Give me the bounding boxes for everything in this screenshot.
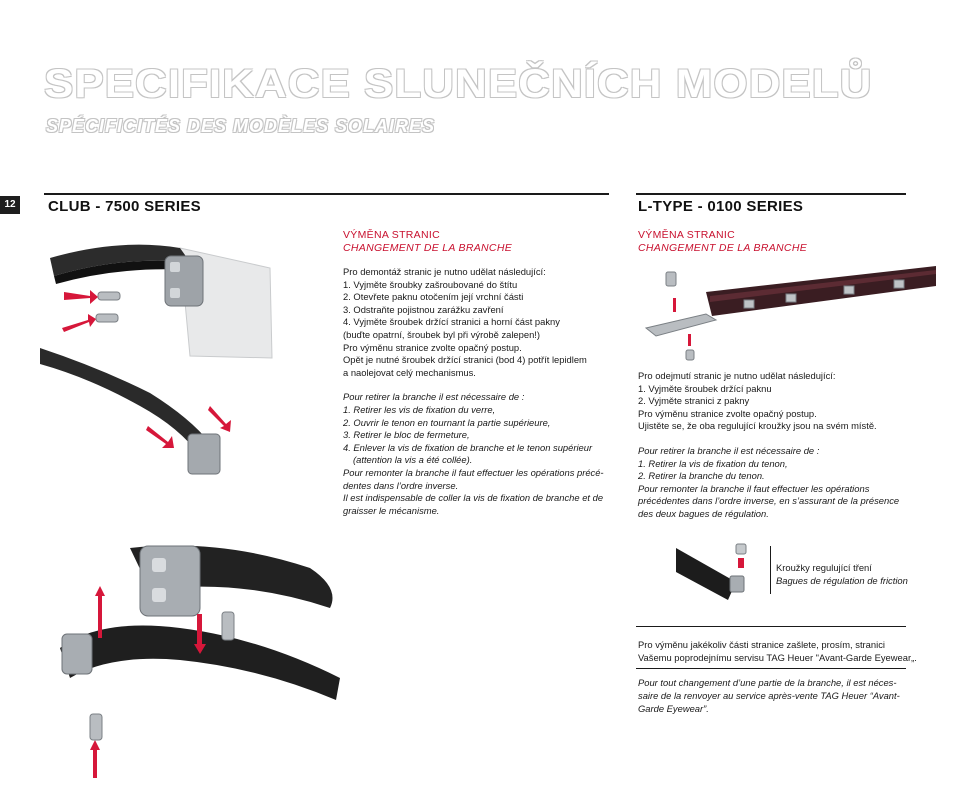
service-rule	[636, 626, 906, 627]
left-fr-line: (attention la vis a été collée).	[353, 454, 473, 466]
left-heading-cz: VÝMĚNA STRANIC	[343, 229, 440, 241]
service-cz-line: Vašemu poprodejnímu servisu TAG Heuer "A…	[638, 652, 917, 663]
left-fr-line: 2. Ouvrir le tenon en tournant la partie…	[343, 416, 551, 428]
right-cz-line: Ujistěte se, že oba regulující kroužky j…	[638, 420, 877, 432]
service-cz-line: Pro výměnu jakékoliv části stranice zašl…	[638, 639, 885, 650]
service-note-fr: Pour tout changement d’une partie de la …	[638, 676, 900, 715]
left-heading: VÝMĚNA STRANIC CHANGEMENT DE LA BRANCHE	[343, 229, 512, 255]
left-fr-line: graisser le mécanisme.	[343, 504, 440, 516]
right-fr-line: des deux bagues de régulation.	[638, 507, 769, 519]
page-subtitle: SPÉCIFICITÉS DES MODÈLES SOLAIRES	[46, 116, 436, 136]
page-title: SPECIFIKACE SLUNEČNÍCH MODELŮ	[44, 62, 873, 107]
right-cz-line: Pro odejmutí stranic je nutno udělat nás…	[638, 370, 836, 381]
right-heading: VÝMĚNA STRANIC CHANGEMENT DE LA BRANCHE	[638, 229, 807, 255]
ring-caption: Kroužky regulující tření Bagues de régul…	[776, 561, 908, 587]
left-series-rule	[44, 193, 609, 195]
right-cz-line: 2. Vyjměte stranici z pakny	[638, 395, 750, 407]
left-fr-line: Il est indispensable de coller la vis de…	[343, 492, 604, 504]
service-note-cz: Pro výměnu jakékoliv části stranice zašl…	[638, 638, 917, 664]
left-cz-line: 2. Otevřete paknu otočením její vrchní č…	[343, 291, 524, 303]
left-instructions: Pro demontáž stranic je nutno udělat nás…	[343, 266, 604, 517]
left-cz-line: Pro demontáž stranic je nutno udělat nás…	[343, 266, 546, 277]
left-series-title: CLUB - 7500 SERIES	[48, 198, 201, 215]
l-type-hinge-illustration	[644, 266, 936, 361]
right-instructions: Pro odejmutí stranic je nutno udělat nás…	[638, 370, 899, 521]
right-heading-cz: VÝMĚNA STRANIC	[638, 229, 735, 241]
ring-caption-divider	[770, 546, 771, 594]
left-cz-line: Opět je nutné šroubek držící stranici (b…	[343, 354, 587, 366]
service-fr-line: Garde Eyewear”.	[638, 703, 709, 714]
left-fr-line: dentes dans l’ordre inverse.	[343, 479, 459, 491]
right-fr-line: Pour retirer la branche il est nécessair…	[638, 444, 820, 456]
right-fr-line: 1. Retirer la vis de fixation du tenon,	[638, 457, 788, 469]
right-heading-fr: CHANGEMENT DE LA BRANCHE	[638, 242, 808, 254]
left-cz-line: (buďte opatrní, šroubek byl při výrobě z…	[343, 328, 541, 340]
left-cz-line: 4. Vyjměte šroubek držící stranici a hor…	[343, 316, 560, 328]
service-fr-line: saire de la renvoyer au service après-ve…	[638, 690, 900, 701]
right-fr-line: Pour remonter la branche il faut effectu…	[638, 482, 870, 494]
left-heading-fr: CHANGEMENT DE LA BRANCHE	[343, 242, 513, 254]
right-fr-line: 2. Retirer la branche du tenon.	[638, 470, 765, 482]
ring-caption-cz: Kroužky regulující tření	[776, 562, 872, 573]
page-number: 12	[0, 196, 20, 214]
right-cz-line: 1. Vyjměte šroubek držící paknu	[638, 382, 772, 394]
left-fr-line: Pour retirer la branche il est nécessair…	[343, 391, 525, 403]
left-cz-line: 3. Odstraňte pojistnou zarážku zavření	[343, 303, 504, 315]
service-fr-line: Pour tout changement d’une partie de la …	[638, 677, 897, 688]
left-fr-line: 3. Retirer le bloc de fermeture,	[343, 429, 470, 441]
left-cz-line: a naolejovat celý mechanismus.	[343, 366, 476, 378]
right-series-title: L-TYPE - 0100 SERIES	[638, 198, 804, 215]
ring-caption-fr: Bagues de régulation de friction	[776, 575, 908, 586]
left-cz-line: 1. Vyjměte šroubky zašroubované do štítu	[343, 278, 518, 290]
hinge-disassembly-illustration	[40, 244, 273, 475]
right-fr-line: précédentes dans l’ordre inverse, en s’a…	[638, 495, 900, 507]
left-fr-line: Pour remonter la branche il faut effectu…	[343, 466, 604, 478]
right-cz-line: Pro výměnu stranice zvolte opačný postup…	[638, 407, 817, 419]
left-fr-line: 1. Retirer les vis de fixation du verre,	[343, 403, 496, 415]
right-series-rule	[636, 193, 906, 195]
left-cz-line: Pro výměnu stranice zvolte opačný postup…	[343, 341, 522, 353]
hinge-detail-illustration	[60, 545, 340, 778]
friction-rings-illustration	[676, 543, 747, 600]
left-fr-line: 4. Enlever la vis de fixation de branche…	[343, 441, 593, 453]
service-rule-2	[636, 668, 906, 669]
